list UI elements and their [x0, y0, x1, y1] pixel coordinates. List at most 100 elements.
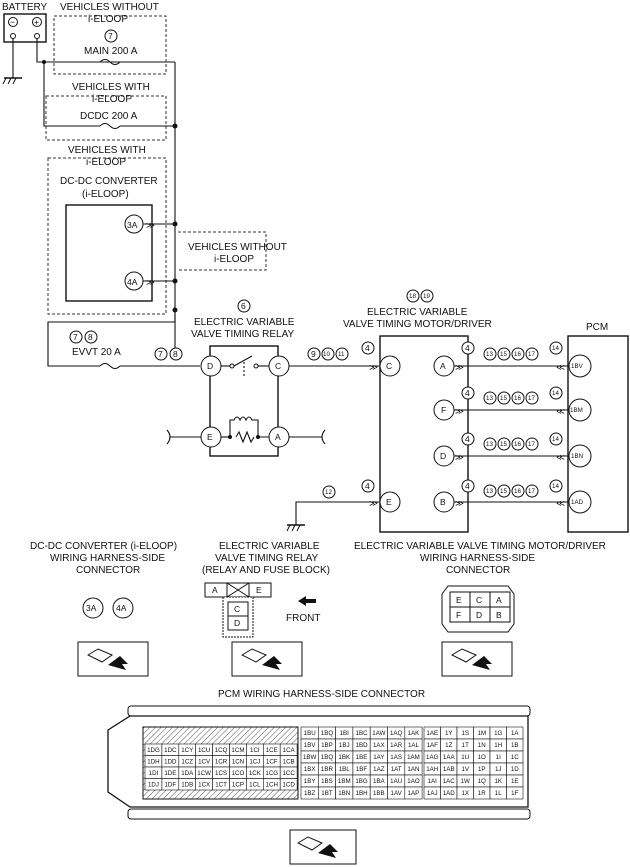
- pcm-pin-label: 1AZ: [373, 766, 385, 773]
- svg-text:17: 17: [528, 351, 535, 358]
- pcm-pin-1bm: [568, 398, 592, 422]
- svg-text:B: B: [440, 497, 446, 507]
- svg-text:7: 7: [73, 332, 78, 342]
- pcm-pin-label: 1D: [511, 766, 519, 773]
- pcm-pin-label: 1AK: [408, 730, 421, 737]
- pcm-pin-cell: [404, 786, 423, 800]
- dcdc-connector: 3A 4A: [82, 597, 134, 619]
- pcm-pin-label: 1CF: [266, 758, 278, 765]
- pcm-pin-cell: [506, 786, 524, 800]
- pcm-pin-label: 1DG: [147, 747, 160, 754]
- pcm-pin-label: 1AE: [426, 730, 438, 737]
- pcm-pin-label: 1BA: [373, 778, 386, 785]
- ref-circle-pair: 18 19: [406, 289, 434, 303]
- pcm-pin-label: 1Z: [445, 742, 452, 749]
- pcm-pin-label: 1CG: [265, 770, 278, 777]
- pcm-pin-label: 1AS: [390, 754, 402, 761]
- pcm-pin-label: 1BU: [304, 730, 316, 737]
- svg-text:≫: ≫: [455, 362, 464, 372]
- pcm-pin-label: 1AG: [426, 754, 439, 761]
- dcdc-converter-dashed-box: [47, 157, 167, 315]
- pcm-pin-label: 1DD: [164, 758, 177, 765]
- pcm-pin-label: 1BQ: [321, 754, 334, 761]
- fuse-icon: [99, 59, 121, 65]
- svg-text:4: 4: [465, 388, 470, 398]
- svg-text:CONNECTOR: CONNECTOR: [76, 565, 140, 576]
- pcm-pin-label: 1BC: [356, 730, 369, 737]
- pcm-pin-label: 1DB: [181, 781, 193, 788]
- pcm-pin-label: 1BG: [355, 778, 368, 785]
- motor-title: ELECTRIC VARIABLE: [367, 307, 468, 318]
- svg-text:15: 15: [500, 395, 507, 402]
- svg-text:4: 4: [465, 434, 470, 444]
- pcm-pin-label: 1DI: [149, 770, 159, 777]
- pcm-pin-label: 1B: [511, 742, 519, 749]
- pcm-connector-title: PCM WIRING HARNESS-SIDE CONNECTOR: [218, 689, 425, 700]
- pcm-pin-label: 1AO: [407, 778, 420, 785]
- pcm-title: PCM: [586, 322, 608, 333]
- evvt-fuse-label: EVVT 20 A: [72, 347, 121, 358]
- pcm-pin-label: 1K: [494, 778, 502, 785]
- svg-text:≫: ≫: [455, 406, 464, 416]
- svg-text:C: C: [386, 361, 392, 371]
- pcm-pin-label: 1G: [494, 730, 502, 737]
- svg-text:3A: 3A: [86, 603, 97, 613]
- svg-text:16: 16: [514, 488, 521, 495]
- svg-text:D: D: [476, 610, 482, 620]
- relay-title: ELECTRIC VARIABLE: [194, 317, 295, 328]
- pcm-pin-label: 1AQ: [390, 730, 403, 737]
- pcm-pin-label: 1AM: [407, 754, 420, 761]
- pcm-pin-label: 1A: [511, 730, 519, 737]
- pcm-pin-label: 1AL: [408, 742, 420, 749]
- pcm-pin-label: 1AD: [443, 790, 456, 797]
- svg-text:8: 8: [88, 332, 93, 342]
- svg-text:10: 10: [323, 351, 330, 358]
- pcm-pin-label: 1F: [511, 790, 518, 797]
- ref-circle-pair: 7 8: [154, 347, 183, 361]
- pcm-pin-label: 1CT: [215, 781, 227, 788]
- svg-text:14: 14: [552, 345, 559, 352]
- pcm-pin-1bv: [568, 354, 592, 378]
- pcm-pin-label: 1BI: [340, 730, 350, 737]
- pcm-pin-label: 1CE: [266, 747, 278, 754]
- svg-text:19: 19: [423, 293, 430, 300]
- fuse-icon: [99, 123, 121, 129]
- ground-icon: [286, 524, 305, 532]
- pcm-pin-label: 1BS: [321, 778, 333, 785]
- pcm-pin-label: 1CB: [283, 758, 295, 765]
- svg-text:(i-ELOOP): (i-ELOOP): [82, 189, 129, 200]
- pcm-pin-label: 1Y: [445, 730, 453, 737]
- svg-text:17: 17: [528, 441, 535, 448]
- pcm-pin-label: 1Q: [478, 778, 486, 785]
- pcm-pin-label: 1CC: [282, 770, 295, 777]
- svg-text:C: C: [275, 361, 281, 371]
- svg-text:14: 14: [552, 483, 559, 490]
- front-arrow-icon: [298, 596, 316, 606]
- svg-text:F: F: [441, 405, 446, 415]
- pcm-pin-label: 1BT: [321, 790, 333, 797]
- pcm-pin-label: 1AU: [390, 778, 402, 785]
- pcm-pin-label: 1BN: [338, 790, 350, 797]
- svg-text:≪: ≪: [556, 452, 565, 462]
- pcm-pin-label: 1CK: [249, 770, 262, 777]
- svg-text:A: A: [496, 595, 502, 605]
- svg-text:14: 14: [552, 436, 559, 443]
- pcm-pin-label: 1AN: [407, 766, 419, 773]
- pcm-pin-label: 1BR: [321, 766, 334, 773]
- pcm-pin-label: 1J: [495, 766, 502, 773]
- ref-circle-triple: 9 10 11: [307, 347, 349, 361]
- without-ieloop-label-1b: i-ELOOP: [88, 14, 128, 25]
- front-label: FRONT: [286, 613, 320, 624]
- pcm-pin-label: 1V: [461, 766, 469, 773]
- svg-text:7: 7: [108, 31, 113, 41]
- pcm-pin-label: 1CP: [232, 781, 244, 788]
- pcm-pin-label: 1N: [478, 742, 486, 749]
- pcm-pin-label: 1BW: [303, 754, 317, 761]
- svg-text:D: D: [440, 451, 446, 461]
- pcm-pin-1bn: [568, 444, 592, 468]
- svg-text:18: 18: [409, 293, 416, 300]
- svg-text:E: E: [207, 432, 213, 442]
- svg-text:11: 11: [338, 351, 345, 358]
- svg-text:≪: ≪: [556, 362, 565, 372]
